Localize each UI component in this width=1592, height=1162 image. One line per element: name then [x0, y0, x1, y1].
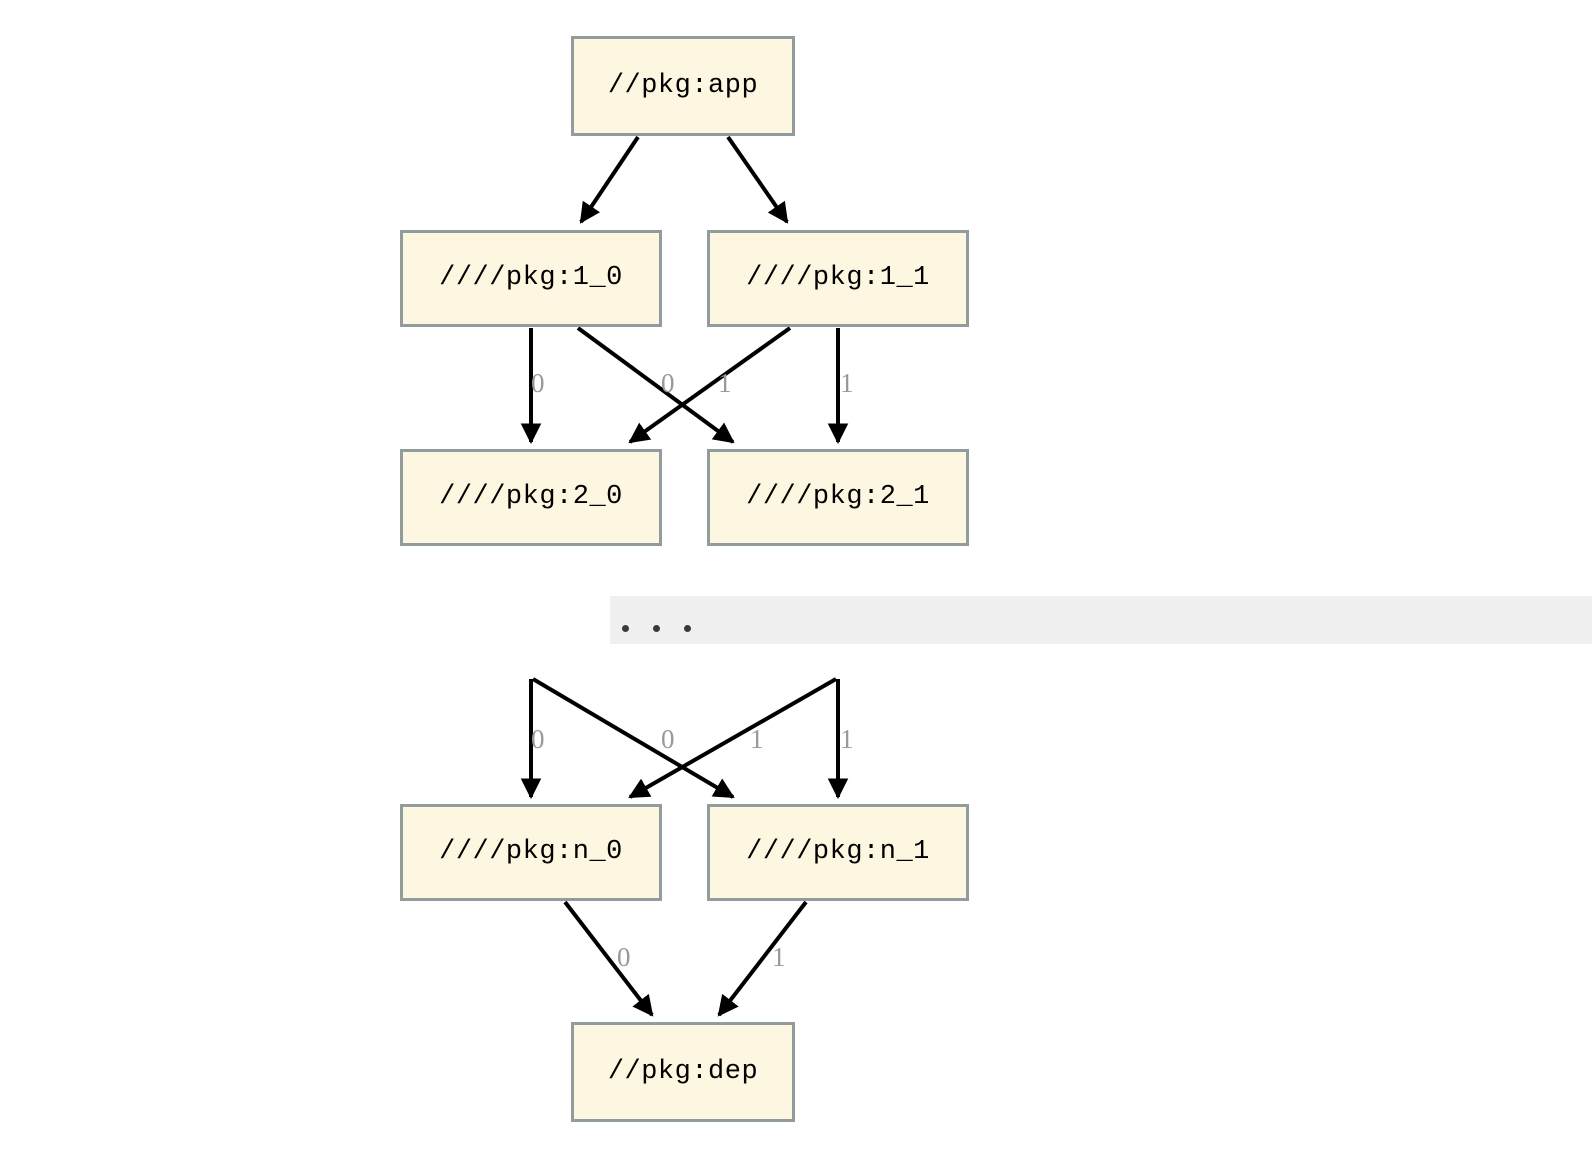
- edge-app-to-1_0: [579, 135, 640, 224]
- node-label: ////pkg:n_0: [439, 837, 623, 867]
- edge-cut-left-to-n_1: [531, 677, 735, 799]
- node-label: ////pkg:1_0: [439, 263, 623, 293]
- node-label: //pkg:dep: [607, 1056, 759, 1087]
- edge-label: 0: [617, 942, 631, 972]
- edge-label: 1: [718, 368, 732, 398]
- edge-label: 0: [531, 724, 545, 754]
- edge-label: 0: [661, 368, 675, 398]
- edge-n_1-to-dep: [717, 900, 808, 1017]
- edge-label: 1: [840, 724, 854, 754]
- node-pkg-n-0[interactable]: ////pkg:n_0: [400, 804, 662, 901]
- edge-label: 1: [840, 368, 854, 398]
- ellipsis-dot-icon: [684, 625, 691, 632]
- ellipsis-separator-band: [610, 596, 1592, 644]
- edge-label: 0: [661, 724, 675, 754]
- edge-cut-right-to-n_0: [628, 677, 837, 799]
- node-label: ////pkg:n_1: [746, 837, 930, 867]
- node-pkg-1-1[interactable]: ////pkg:1_1: [707, 230, 969, 327]
- edge-n_0-to-dep: [563, 900, 654, 1017]
- edge-app-to-1_1: [726, 135, 789, 224]
- ellipsis-dot-icon: [622, 625, 629, 632]
- edge-label: 0: [531, 368, 545, 398]
- node-pkg-n-1[interactable]: ////pkg:n_1: [707, 804, 969, 901]
- node-label: ////pkg:2_1: [746, 482, 930, 512]
- node-pkg-1-0[interactable]: ////pkg:1_0: [400, 230, 662, 327]
- node-pkg-2-1[interactable]: ////pkg:2_1: [707, 449, 969, 546]
- node-label: ////pkg:2_0: [439, 482, 623, 512]
- node-label: ////pkg:1_1: [746, 263, 930, 293]
- edge-label: 1: [750, 724, 764, 754]
- ellipsis-dots: [610, 625, 691, 644]
- edge-label: 1: [772, 942, 786, 972]
- node-pkg-2-0[interactable]: ////pkg:2_0: [400, 449, 662, 546]
- edge-1_0-to-2_1: [576, 326, 735, 444]
- node-pkg-dep[interactable]: //pkg:dep: [571, 1022, 795, 1122]
- node-pkg-app[interactable]: //pkg:app: [571, 36, 795, 136]
- ellipsis-dot-icon: [653, 625, 660, 632]
- node-label: //pkg:app: [607, 70, 759, 101]
- edge-1_1-to-2_0: [628, 326, 792, 444]
